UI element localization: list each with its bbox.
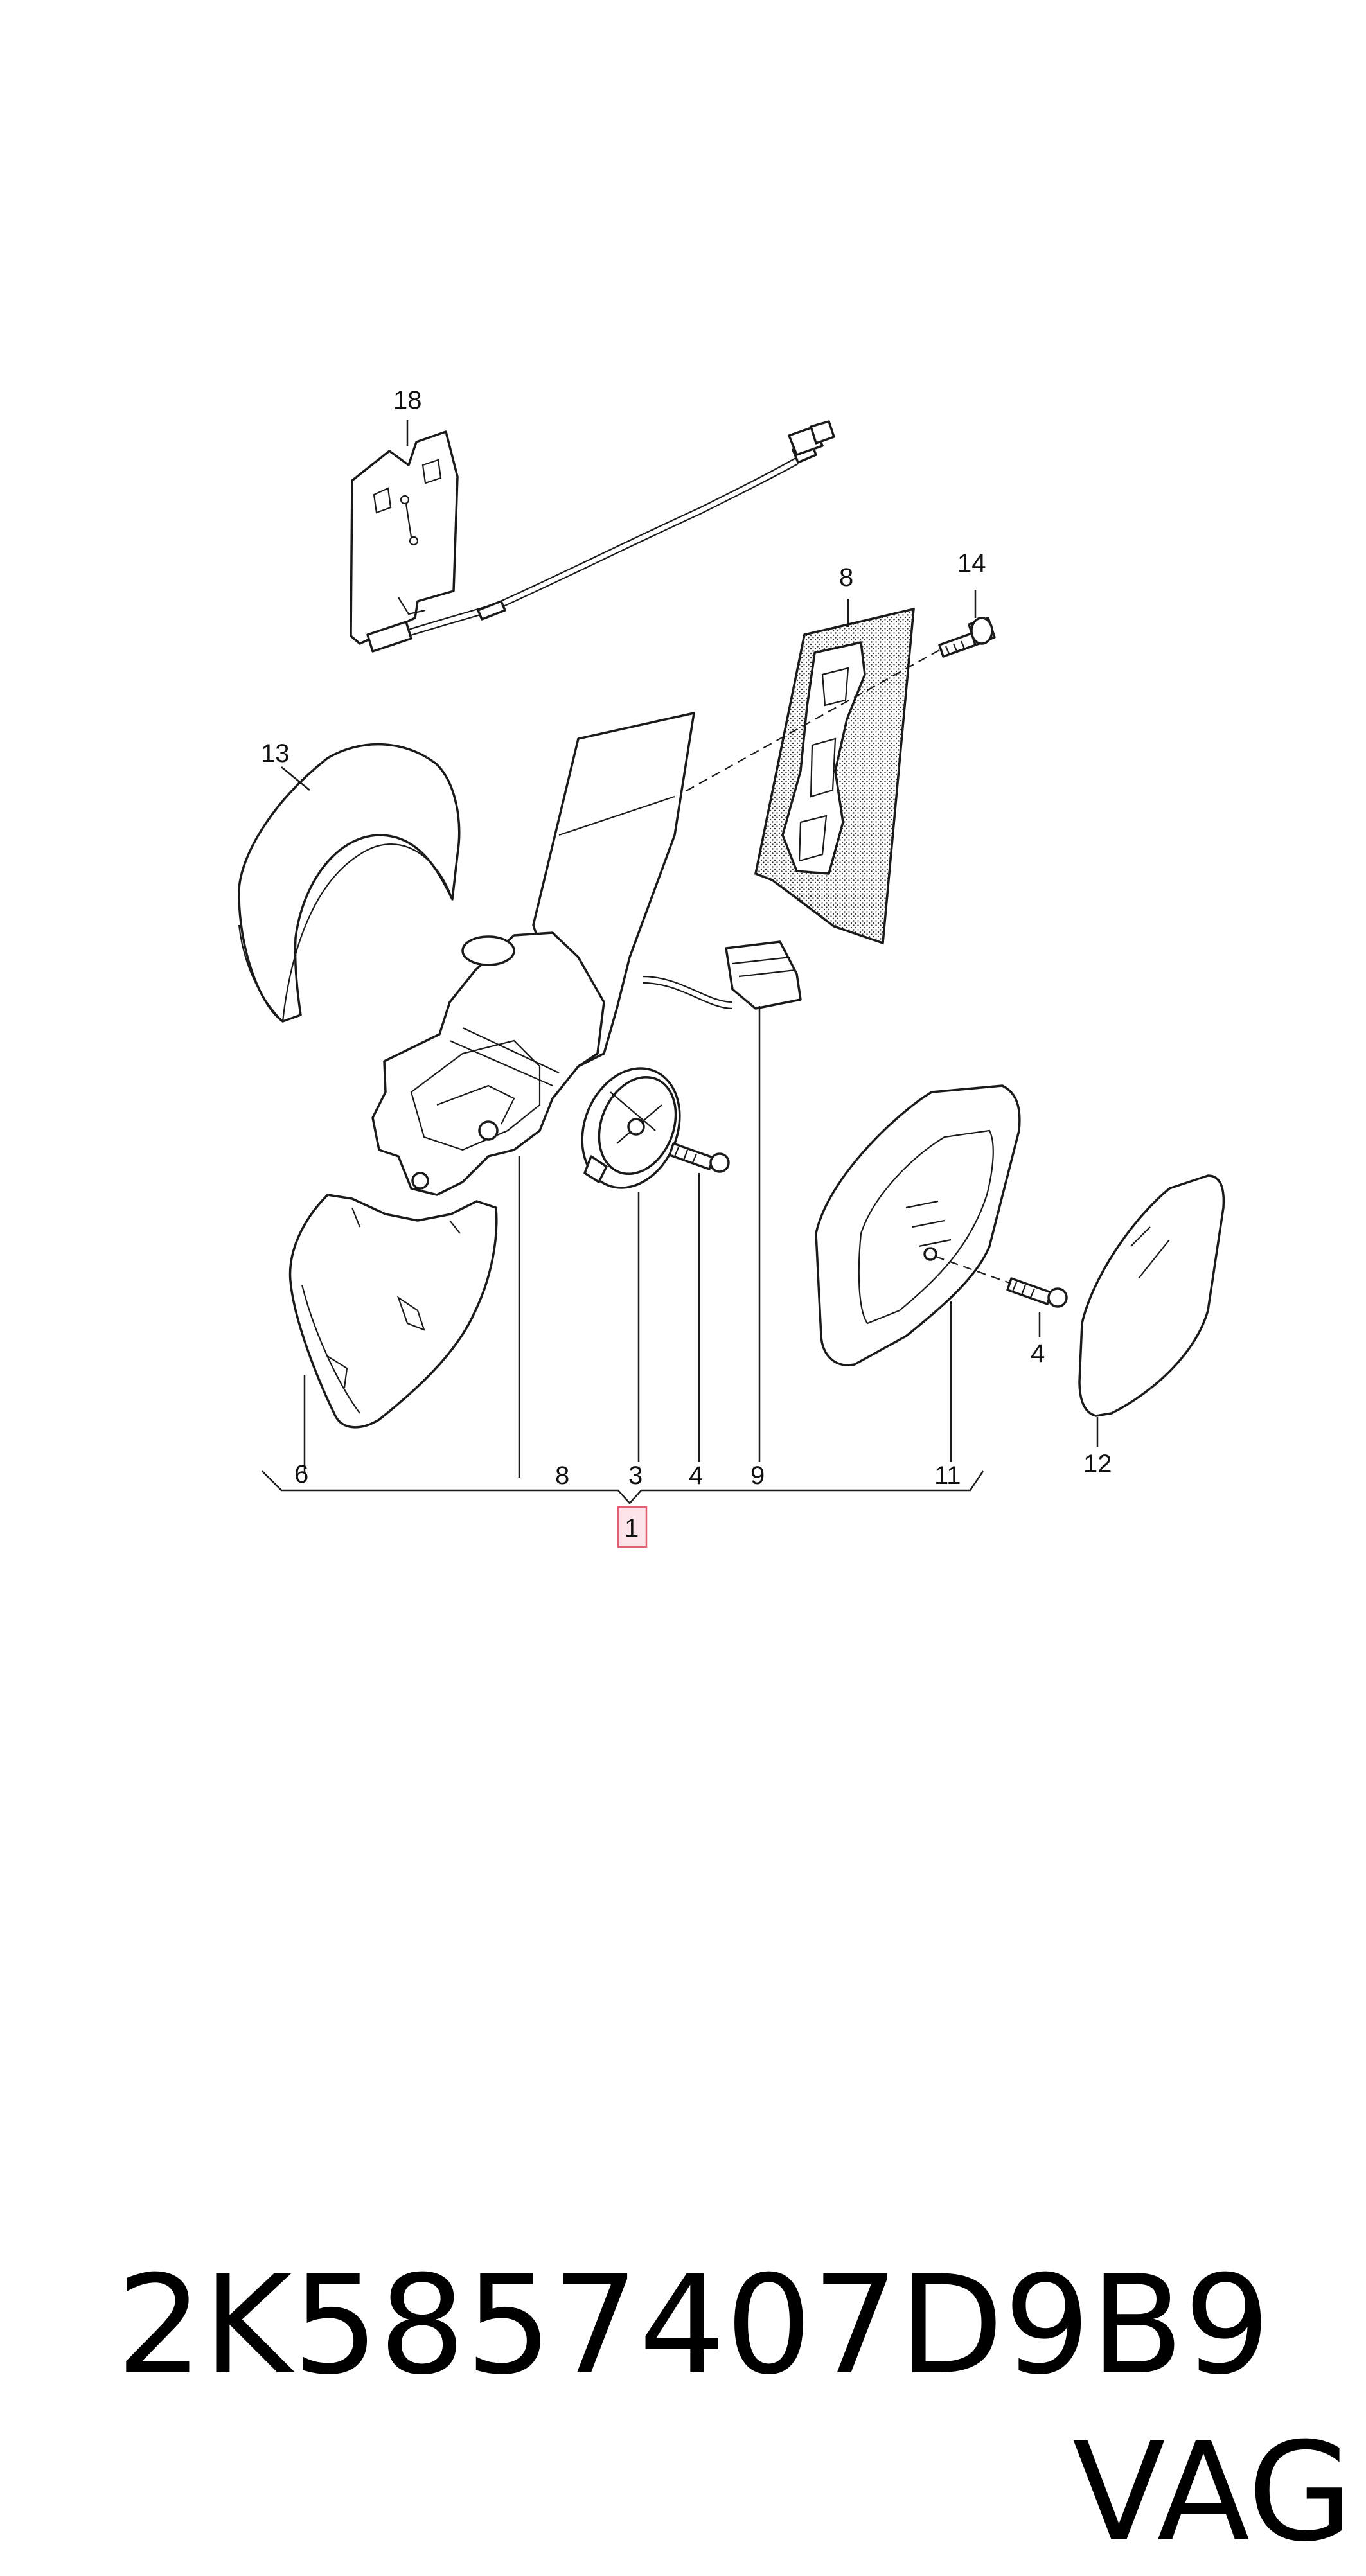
callout-8-bottom: 8	[555, 1461, 569, 1490]
callout-3: 3	[628, 1461, 643, 1490]
part-12-mirror-glass	[1078, 1174, 1225, 1417]
part-number-footer: 2K5857407D9B9 VAG	[30, 2075, 1353, 2572]
part-11-glass-carrier	[815, 1084, 1021, 1366]
part-18-heater-harness	[350, 420, 835, 653]
alignment-line-4-right	[935, 1255, 1012, 1285]
part-8-heating-element	[754, 607, 915, 945]
callout-14: 14	[957, 549, 986, 578]
callout-labels: 18 14 8 13 6 8 3 4 9 11 4 12 1	[261, 386, 1112, 1542]
callout-11: 11	[934, 1461, 961, 1490]
callout-1: 1	[625, 1514, 639, 1542]
leader-lines	[262, 420, 1099, 1504]
part-number: 2K5857407D9B9	[116, 2246, 1271, 2404]
brand-name: VAG	[1072, 2413, 1353, 2572]
callout-12: 12	[1083, 1450, 1112, 1478]
callout-4-left: 4	[689, 1461, 703, 1490]
callout-8-top: 8	[839, 563, 853, 592]
part-14-screw	[938, 617, 996, 658]
alignment-line-14	[675, 649, 940, 797]
highlight-box-part-1	[617, 1506, 648, 1548]
callout-4-right: 4	[1031, 1339, 1045, 1368]
callout-6: 6	[294, 1460, 308, 1488]
part-13-mirror-cap	[238, 743, 461, 1023]
callout-9: 9	[750, 1461, 765, 1490]
part-6-lower-cover	[288, 1194, 498, 1429]
callout-13: 13	[261, 739, 290, 768]
part-3-adjustment-motor	[581, 1067, 681, 1189]
part-4-screw-left	[668, 1142, 730, 1173]
exploded-parts-diagram: 18 14 8 13 6 8 3 4 9 11 4 12 1	[238, 386, 1225, 1548]
part-4-screw-right	[1006, 1277, 1068, 1308]
part-8-mirror-base	[371, 712, 802, 1196]
callout-18: 18	[393, 386, 422, 414]
